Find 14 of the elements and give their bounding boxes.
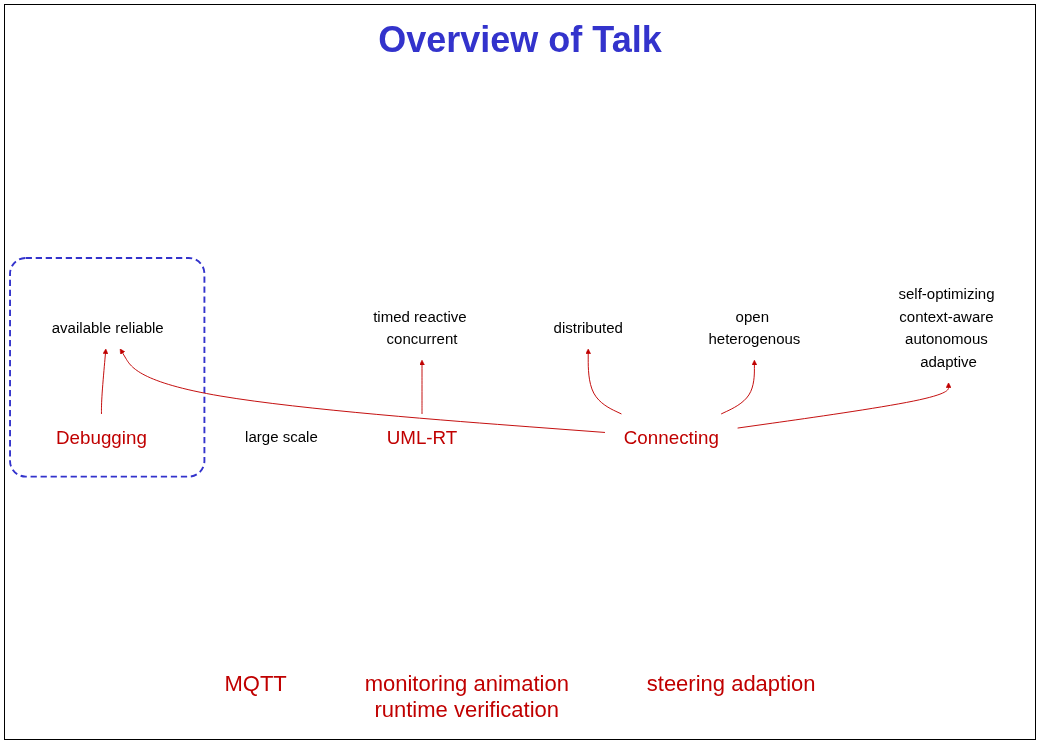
topic-label: steering adaption: [646, 671, 816, 698]
topic-label: MQTT: [224, 671, 287, 698]
cluster: [9, 256, 206, 478]
node-text: large scale: [245, 428, 318, 446]
node-text: available reliable: [51, 319, 164, 336]
title: Overview of Talk: [378, 19, 662, 61]
topic-label: monitoring animation runtime verification: [363, 671, 570, 723]
node-text: Connecting: [623, 426, 719, 448]
node-text: timed reactive concurrent: [373, 307, 467, 348]
node-text: Debugging: [56, 426, 147, 448]
node-text: distributed: [553, 319, 623, 336]
node-text: self-optimizing context-aware autonomous adaptive: [898, 285, 995, 370]
node-text: UML-RT: [386, 426, 458, 448]
node-text: open heterogenous: [708, 307, 801, 348]
